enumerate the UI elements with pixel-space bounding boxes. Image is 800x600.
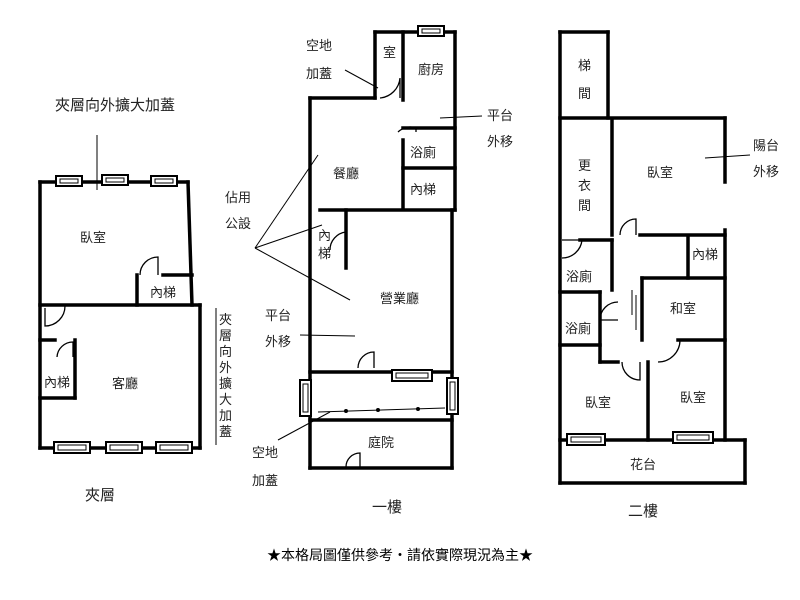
second-floor-plan: 陽台 外移 梯	[558, 30, 779, 520]
svg-text:夾: 夾	[219, 313, 232, 328]
ff-room-business-hall: 營業廳	[380, 291, 419, 307]
ff-anno-bottom-open-1: 空地	[252, 446, 278, 461]
sf-room-closet-1: 更	[578, 159, 591, 174]
ff-anno-public-leader-2	[254, 224, 323, 249]
ff-anno-bottom-open-leader	[277, 411, 331, 441]
ff-window-left	[299, 379, 312, 417]
ff-sliding-door-handle-1	[344, 409, 348, 413]
ff-anno-mid-platform-2: 外移	[265, 335, 291, 350]
svg-text:加: 加	[219, 409, 232, 424]
mezz-wall-right-up	[186, 180, 194, 307]
mezz-window-bottom-2	[105, 441, 143, 454]
mezz-window-top-2	[101, 174, 129, 186]
sf-room-bath-1: 浴廁	[566, 269, 592, 285]
sf-room-closet-3: 間	[578, 199, 591, 214]
ff-room-kitchen: 廚房	[418, 62, 444, 78]
svg-text:向: 向	[219, 344, 232, 360]
ff-room-bath: 浴廁	[410, 145, 436, 161]
mezz-room-stairs-lower: 內梯	[44, 376, 70, 391]
sf-door-bedroom-left	[621, 361, 641, 381]
ff-anno-top-open-leader	[344, 69, 379, 89]
mezzanine-title: 夾層向外擴大加蓋	[55, 96, 175, 114]
ff-anno-public-1: 佔用	[225, 191, 251, 206]
ff-door-courtyard	[345, 452, 361, 468]
sf-room-closet-2: 衣	[578, 178, 591, 194]
ff-room-dining: 餐廳	[333, 166, 359, 182]
sf-door-bath2	[599, 301, 619, 321]
ff-room-stairs: 內梯	[410, 183, 436, 198]
ff-room-courtyard: 庭院	[368, 435, 394, 451]
sf-room-japanese: 和室	[670, 301, 696, 317]
ff-sliding-door-handle-2	[376, 408, 380, 412]
svg-text:大: 大	[219, 393, 232, 408]
second-floor-caption: 二樓	[628, 502, 658, 520]
sf-anno-balcony-1: 陽台	[753, 139, 779, 154]
sf-room-bedroom-right: 臥室	[680, 390, 706, 406]
sf-door-closet	[561, 239, 583, 259]
mezz-room-bedroom: 臥室	[80, 230, 106, 246]
svg-text:外: 外	[219, 361, 232, 376]
sf-anno-balcony-2: 外移	[753, 165, 779, 180]
ff-anno-top-open-2: 加蓋	[306, 67, 332, 82]
mezz-door-stairs2	[56, 341, 74, 358]
ff-anno-public-leader-1	[254, 154, 319, 249]
mezz-door-living	[44, 305, 66, 327]
svg-text:蓋: 蓋	[219, 425, 232, 440]
sf-room-stair-hall-1: 梯	[578, 59, 591, 74]
sf-window-left	[566, 433, 606, 446]
first-floor-plan: 空地 加蓋 平台 外移 佔用 公設 平台 外移 空地 加蓋	[225, 25, 513, 516]
ff-anno-platform-2: 外移	[487, 135, 513, 150]
ff-anno-bottom-open-2: 加蓋	[252, 474, 278, 489]
mezz-window-top-3	[150, 175, 178, 187]
sf-room-bath-2: 浴廁	[565, 321, 591, 337]
svg-text:擴: 擴	[219, 376, 232, 392]
ff-door-inner-stair	[329, 231, 347, 251]
ff-anno-platform-leader	[439, 115, 483, 119]
mezz-window-bottom-1	[53, 441, 91, 454]
mezz-window-top-1	[55, 175, 83, 187]
ff-anno-top-open-1: 空地	[306, 39, 332, 54]
sf-door-jp	[657, 339, 681, 363]
ff-anno-platform-1: 平台	[487, 109, 513, 124]
ff-anno-public-2: 公設	[225, 216, 251, 232]
mezzanine-caption: 夾層	[85, 486, 115, 504]
sf-room-bedroom-main: 臥室	[647, 165, 673, 181]
footer-note: ★本格局圖僅供參考‧請依實際現況為主★	[267, 547, 533, 564]
ff-window-hall	[391, 369, 433, 382]
mezz-window-bottom-3	[155, 441, 193, 454]
sf-window-right	[672, 431, 714, 444]
sf-room-stairs: 內梯	[692, 248, 718, 263]
ff-anno-mid-platform-1: 平台	[265, 309, 291, 324]
mezz-side-note: 夾 層 向 外 擴 大 加 蓋	[219, 313, 232, 440]
ff-door-hall	[357, 351, 375, 369]
first-floor-caption: 一樓	[372, 498, 402, 516]
mezzanine-plan: 夾層向外擴大加蓋 臥室 內梯 客廳 內梯 夾	[38, 96, 232, 504]
sf-room-flower-bed: 花台	[630, 457, 656, 473]
ff-sliding-door-handle-3	[416, 407, 420, 411]
ff-door-bath	[397, 126, 417, 133]
ff-sliding-door	[317, 407, 446, 413]
ff-anno-public-leader-3	[254, 247, 351, 301]
ff-window-right	[446, 377, 459, 415]
sf-room-stair-hall-2: 間	[578, 87, 591, 102]
mezz-room-stairs-upper: 內梯	[150, 286, 176, 301]
sf-anno-balcony-leader	[704, 154, 751, 159]
ff-door-small-room	[379, 77, 401, 99]
ff-room-inner-stair-2: 梯	[318, 247, 331, 262]
ff-room-inner-stair-1: 內	[318, 229, 331, 244]
mezz-room-living: 客廳	[112, 376, 138, 392]
ff-window-top	[417, 25, 445, 37]
svg-text:層: 層	[219, 329, 232, 344]
ff-room-small: 室	[383, 45, 396, 61]
mezz-door-stairs	[139, 256, 159, 276]
sf-door-bedroom	[619, 218, 637, 236]
sf-room-bedroom-left: 臥室	[585, 395, 611, 411]
